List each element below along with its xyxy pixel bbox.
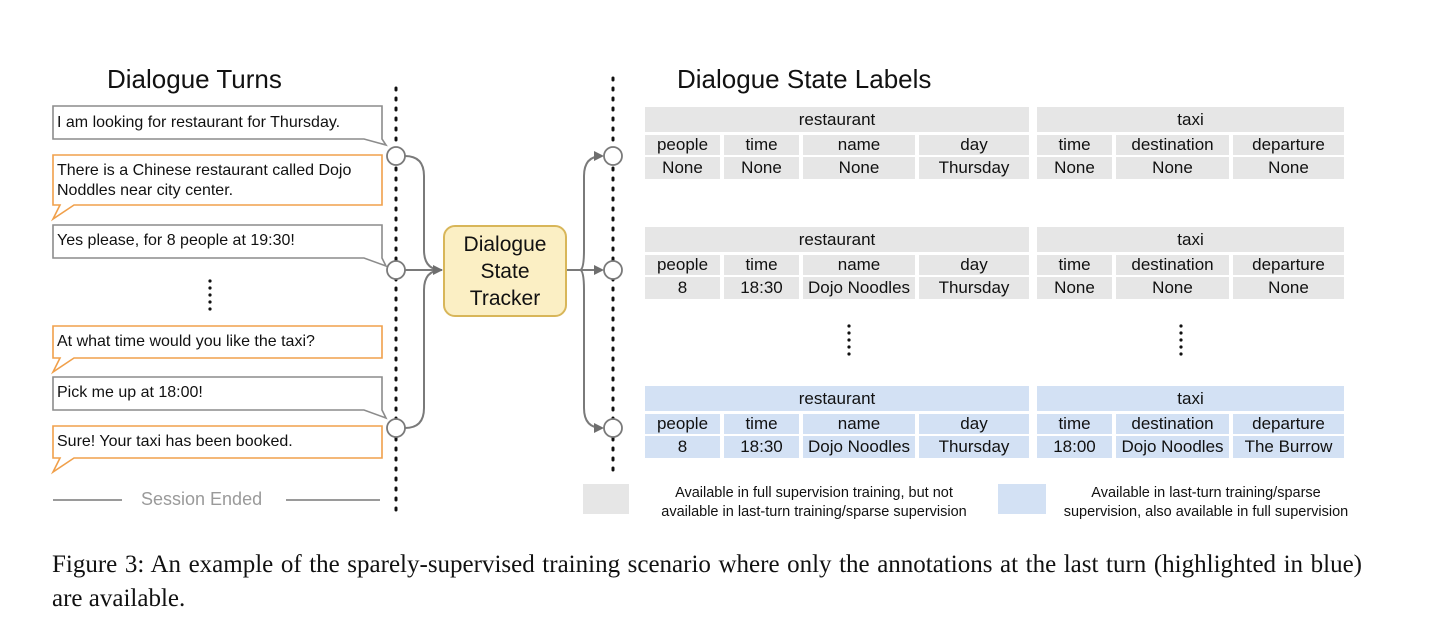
table-3-restaurant-slot-4: day	[919, 414, 1029, 434]
turn-3-text: Yes please, for 8 people at 19:30!	[57, 231, 295, 251]
table-1-domain-restaurant-header: restaurant	[645, 107, 1029, 132]
connector-out-3	[579, 269, 604, 433]
system-bubble-6	[50, 425, 383, 475]
dialogue-turns-heading: Dialogue Turns	[107, 64, 282, 94]
left-node-1	[386, 146, 406, 166]
turn-2-text: There is a Chinese restaurant called Doj…	[57, 161, 351, 201]
table-3-taxi-slot-1: time	[1037, 414, 1112, 434]
table-1-restaurant-value-4: Thursday	[919, 157, 1029, 179]
table-3-domain-taxi-header: taxi	[1037, 386, 1344, 411]
table-2-restaurant-slot-3: name	[803, 255, 915, 275]
table-1-restaurant-slot-2: time	[724, 135, 799, 155]
connector-turn-1	[404, 155, 443, 271]
turns-ellipsis	[208, 279, 212, 311]
turn-1-text: I am looking for restaurant for Thursday…	[57, 113, 340, 133]
table-ellipsis-taxi	[1179, 324, 1183, 356]
table-1-restaurant-value-1: None	[645, 157, 720, 179]
table-2-taxi-value-2: None	[1116, 277, 1229, 299]
turn-4-text: At what time would you like the taxi?	[57, 332, 315, 352]
legend-blue-text: Available in last-turn training/sparse s…	[1046, 484, 1366, 522]
right-node-2	[603, 260, 623, 280]
table-3-restaurant-value-2: 18:30	[724, 436, 799, 458]
table-3-restaurant-slot-3: name	[803, 414, 915, 434]
turn-3-line-1: Yes please, for 8 people at 19:30!	[57, 232, 295, 249]
table-2-restaurant-value-1: 8	[645, 277, 720, 299]
table-3-restaurant-slot-1: people	[645, 414, 720, 434]
left-node-3	[386, 418, 406, 438]
table-1-restaurant-value-2: None	[724, 157, 799, 179]
connector-out-1	[579, 151, 604, 271]
table-1-taxi-slot-1: time	[1037, 135, 1112, 155]
table-2-taxi-value-3: None	[1233, 277, 1344, 299]
legend-blue-line-2: supervision, also available in full supe…	[1063, 504, 1349, 520]
right-node-1	[603, 146, 623, 166]
turn-1-line-1: I am looking for restaurant for Thursday…	[57, 114, 341, 131]
table-1-taxi-value-1: None	[1037, 157, 1112, 179]
table-2-taxi-slot-2: destination	[1116, 255, 1229, 275]
table-2-restaurant-value-4: Thursday	[919, 277, 1029, 299]
system-bubble-2	[50, 154, 383, 222]
table-2-taxi-slot-3: departure	[1233, 255, 1344, 275]
table-1-restaurant-slot-3: name	[803, 135, 915, 155]
table-3-restaurant-slot-2: time	[724, 414, 799, 434]
table-1-taxi-value-3: None	[1233, 157, 1344, 179]
turn-6-line-1: Sure! Your taxi has been booked.	[57, 433, 293, 450]
tracker-line-3: Tracker	[469, 286, 541, 310]
table-1-taxi-slot-3: departure	[1233, 135, 1344, 155]
legend-gray-swatch	[583, 484, 629, 514]
tracker-line-1: Dialogue	[463, 232, 547, 256]
table-3-taxi-slot-3: departure	[1233, 414, 1344, 434]
system-bubble-4	[50, 325, 383, 375]
left-node-2	[386, 260, 406, 280]
table-2-restaurant-value-2: 18:30	[724, 277, 799, 299]
table-3-taxi-value-1: 18:00	[1037, 436, 1112, 458]
table-2-restaurant-slot-4: day	[919, 255, 1029, 275]
turn-6-text: Sure! Your taxi has been booked.	[57, 432, 293, 452]
table-2-taxi-slot-1: time	[1037, 255, 1112, 275]
turn-2-line-1: There is a Chinese restaurant called Doj…	[57, 162, 352, 179]
user-bubble-3	[52, 224, 388, 268]
table-3-restaurant-value-1: 8	[645, 436, 720, 458]
table-3-taxi-value-2: Dojo Noodles	[1116, 436, 1229, 458]
table-2-restaurant-slot-1: people	[645, 255, 720, 275]
turn-4-line-1: At what time would you like the taxi?	[57, 333, 315, 350]
user-bubble-1	[52, 105, 388, 147]
turn-5-text: Pick me up at 18:00!	[57, 383, 203, 403]
table-1-restaurant-slot-1: people	[645, 135, 720, 155]
turn-2-line-2: Noddles near city center.	[57, 182, 234, 199]
figure-caption: Figure 3: An example of the sparely-supe…	[52, 551, 1362, 612]
table-3-taxi-slot-2: destination	[1116, 414, 1229, 434]
table-1-taxi-value-2: None	[1116, 157, 1229, 179]
dialogue-state-tracker-box: Dialogue State Tracker	[443, 225, 567, 317]
legend-gray-line-2: available in last-turn training/sparse s…	[661, 504, 967, 520]
right-node-3	[603, 418, 623, 438]
table-2-domain-taxi-header: taxi	[1037, 227, 1344, 252]
table-2-restaurant-slot-2: time	[724, 255, 799, 275]
table-1-taxi-slot-2: destination	[1116, 135, 1229, 155]
legend-blue-swatch	[998, 484, 1046, 514]
table-ellipsis-restaurant	[847, 324, 851, 356]
connector-turn-3	[404, 269, 443, 429]
table-3-taxi-value-3: The Burrow	[1233, 436, 1344, 458]
user-bubble-5	[52, 376, 388, 420]
table-1-domain-taxi-header: taxi	[1037, 107, 1344, 132]
table-1-restaurant-value-3: None	[803, 157, 915, 179]
table-3-domain-restaurant-header: restaurant	[645, 386, 1029, 411]
legend-gray-text: Available in full supervision training, …	[636, 484, 992, 522]
table-3-restaurant-value-4: Thursday	[919, 436, 1029, 458]
table-2-taxi-value-1: None	[1037, 277, 1112, 299]
table-2-restaurant-value-3: Dojo Noodles	[803, 277, 915, 299]
turn-5-line-1: Pick me up at 18:00!	[57, 384, 203, 401]
dialogue-state-labels-heading: Dialogue State Labels	[677, 64, 932, 94]
table-3-restaurant-value-3: Dojo Noodles	[803, 436, 915, 458]
legend-blue-line-1: Available in last-turn training/sparse	[1091, 485, 1321, 501]
legend-gray-line-1: Available in full supervision training, …	[675, 485, 953, 501]
session-ended-label: Session Ended	[141, 489, 263, 509]
table-1-restaurant-slot-4: day	[919, 135, 1029, 155]
table-2-domain-restaurant-header: restaurant	[645, 227, 1029, 252]
tracker-line-2: State	[480, 259, 530, 283]
